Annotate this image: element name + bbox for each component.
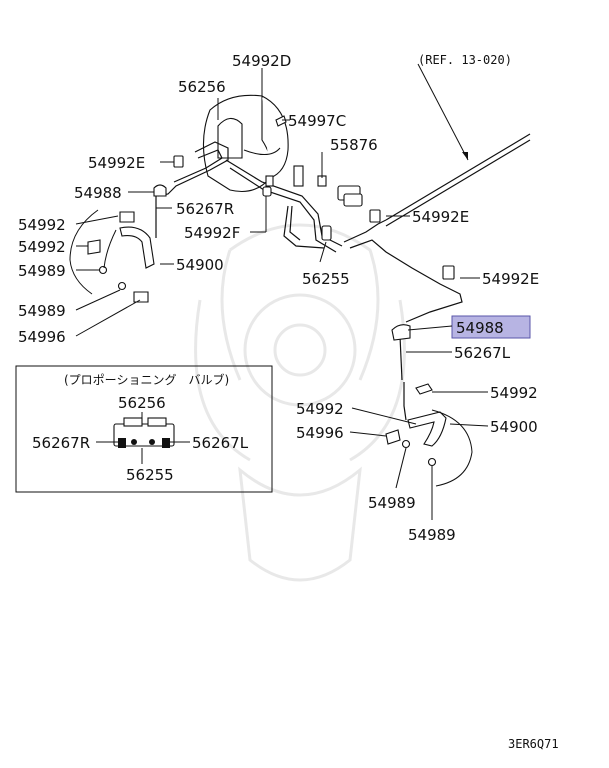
- label-54992E-right2: 54992E: [482, 270, 539, 288]
- label-54992-right: 54992: [490, 384, 538, 402]
- inset-label-56267R: 56267R: [32, 434, 90, 452]
- label-54900-right: 54900: [490, 418, 538, 436]
- label-54900-left: 54900: [176, 256, 224, 274]
- proportioning-valve-inset: [15, 365, 273, 493]
- inset-label-56267L: 56267L: [192, 434, 249, 452]
- right-brake-hose: [407, 409, 473, 487]
- label-54992E-left: 54992E: [88, 154, 145, 172]
- label-55876: 55876: [330, 136, 378, 154]
- watermark-emblem: [194, 223, 406, 582]
- label-54989-right2: 54989: [408, 526, 456, 544]
- label-54992D: 54992D: [232, 52, 291, 70]
- label-54997C: 54997C: [288, 112, 346, 130]
- label-56256-top: 56256: [178, 78, 226, 96]
- label-54996-right: 54996: [296, 424, 344, 442]
- inset-title: (プロポーショニング バルブ): [64, 372, 229, 387]
- label-54992-left: 54992: [18, 216, 66, 234]
- label-54992E-right1: 54992E: [412, 208, 469, 226]
- label-ref: (REF. 13-020): [418, 53, 512, 67]
- brake-master-tank: [202, 94, 289, 193]
- label-54989-left2: 54989: [18, 302, 66, 320]
- fittings: [87, 115, 455, 467]
- label-56267R-top: 56267R: [176, 200, 234, 218]
- inset-label-56255: 56255: [126, 466, 174, 484]
- label-54989-left1: 54989: [18, 262, 66, 280]
- label-54992-mid: 54992: [296, 400, 344, 418]
- footer-code: 3ER6Q71: [508, 737, 559, 751]
- highlight-box: [451, 315, 531, 339]
- label-54989-right1: 54989: [368, 494, 416, 512]
- label-54992F: 54992F: [184, 224, 240, 242]
- inset-label-56256: 56256: [118, 394, 166, 412]
- label-54996-left: 54996: [18, 328, 66, 346]
- leader-lines: [75, 63, 489, 520]
- label-54992-left2: 54992: [18, 238, 66, 256]
- brake-pipes: [155, 133, 531, 421]
- label-56267L-top: 56267L: [454, 344, 511, 362]
- label-56255-top: 56255: [302, 270, 350, 288]
- label-54988-highlight[interactable]: 54988: [456, 319, 504, 337]
- label-54988-left: 54988: [74, 184, 122, 202]
